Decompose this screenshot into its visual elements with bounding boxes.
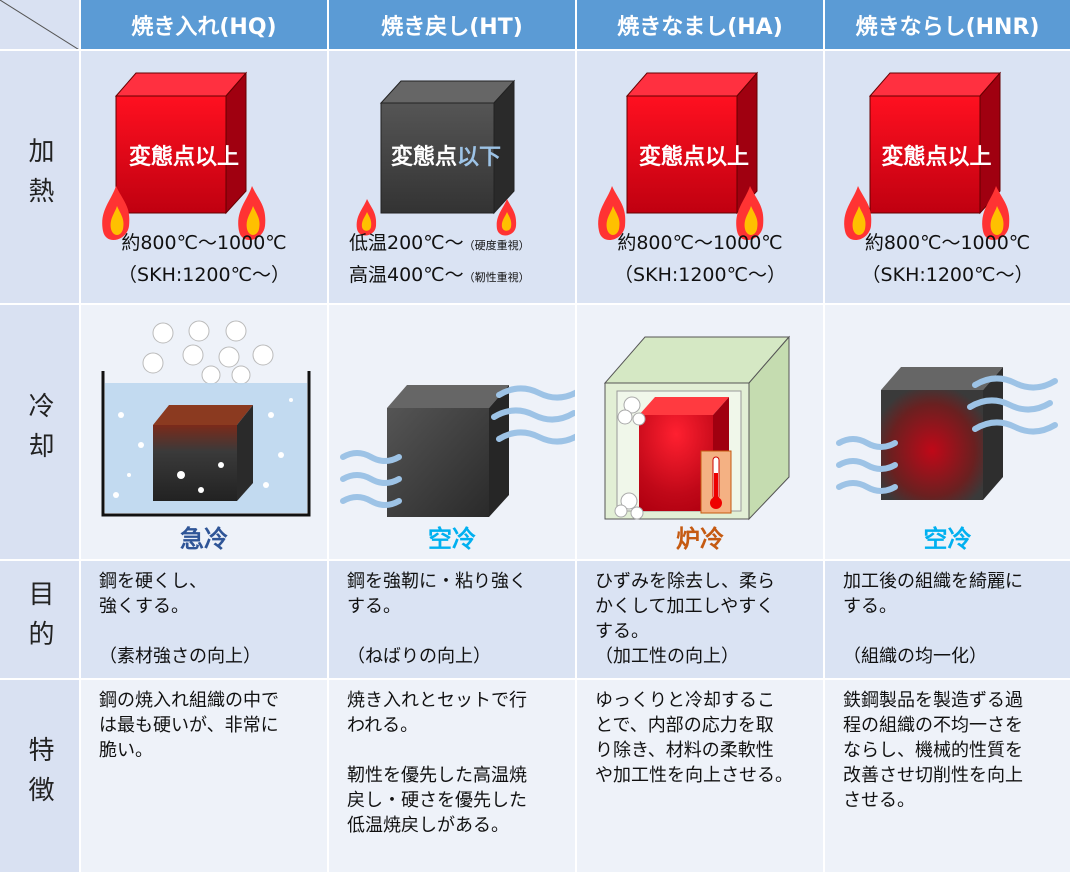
temp-high: 高温400℃～（靭性重視）	[329, 259, 575, 294]
box-label: 変態点以上	[638, 145, 749, 170]
purpose-ht: 鋼を強靭に・粘り強く する。 （ねばりの向上）	[329, 561, 577, 680]
hot-cube-illustration	[102, 71, 266, 241]
heating-ha: 変態点以上 約800℃～1000℃ （SKH:1200℃～）	[577, 51, 825, 305]
cooling-method: 炉冷	[676, 525, 724, 553]
heating-hq: 変態点以上 約800℃～1000℃ （SKH:1200℃～）	[81, 51, 329, 305]
purpose-hnr: 加工後の組織を綺麗に する。 （組織の均一化）	[825, 561, 1072, 680]
warm-cube-illustration	[356, 79, 517, 236]
flame-icon	[598, 186, 626, 241]
feature-hnr: 鉄鋼製品を製造ずる過 程の組織の不均一さを ならし、機械的性質を 改善させ切削性…	[825, 680, 1072, 874]
flame-icon	[844, 186, 872, 241]
steam-icon	[142, 320, 274, 385]
cooling-ha: 炉冷	[577, 305, 825, 561]
temp-low: 低温200℃～（硬度重視）	[329, 227, 575, 262]
temp-range: 約800℃～1000℃	[864, 232, 1031, 254]
steam-icon	[614, 396, 646, 520]
water-quench-illustration	[101, 320, 311, 517]
corner-cell	[0, 0, 81, 51]
temp-low-value: 低温200℃～	[349, 232, 464, 254]
flame-icon	[102, 186, 130, 241]
cooling-method: 急冷	[180, 525, 228, 553]
row-heading-purpose: 目的	[0, 561, 81, 680]
corner-diagonal	[0, 0, 79, 49]
cooling-method: 空冷	[428, 525, 476, 553]
temp-note: （SKH:1200℃～）	[614, 264, 786, 286]
wind-icon	[340, 385, 575, 508]
temp-low-note: （硬度重視）	[463, 239, 530, 252]
box-label: 変態点以下	[329, 139, 575, 171]
temp-high-value: 高温400℃～	[349, 264, 464, 286]
temp-note: （SKH:1200℃～）	[118, 264, 290, 286]
heating-hnr: 変態点以上 約800℃～1000℃ （SKH:1200℃～）	[825, 51, 1072, 305]
hot-cube-illustration	[844, 71, 1010, 241]
hot-cube-illustration	[598, 71, 764, 241]
box-label-part: 変態点	[390, 145, 457, 170]
flame-icon	[496, 199, 517, 236]
air-cool-illustration	[340, 385, 575, 517]
cooling-hq: 急冷	[81, 305, 329, 561]
row-heading-feature: 特徴	[0, 680, 81, 874]
header-ha: 焼きなまし(HA)	[577, 0, 825, 51]
row-heading-heating: 加熱	[0, 51, 81, 305]
feature-ht: 焼き入れとセットで行 われる。 靭性を優先した高温焼 戻し・硬さを優先した 低温…	[329, 680, 577, 874]
furnace-cool-illustration	[603, 335, 791, 521]
row-heading-cooling: 冷却	[0, 305, 81, 561]
heating-ht: 変態点以下 低温200℃～（硬度重視） 高温400℃～（靭性重視）	[329, 51, 577, 305]
purpose-hq: 鋼を硬くし、 強くする。 （素材強さの向上）	[81, 561, 329, 680]
feature-ha: ゆっくりと冷却するこ とで、内部の応力を取 り除き、材料の柔軟性 や加工性を向上…	[577, 680, 825, 874]
temp-range: 約800℃～1000℃	[121, 232, 287, 254]
flame-icon	[356, 199, 377, 236]
air-cool-illustration	[836, 367, 1058, 500]
wind-icon	[836, 375, 1058, 494]
header-hnr: 焼きならし(HNR)	[825, 0, 1072, 51]
temp-high-note: （靭性重視）	[463, 271, 530, 284]
cooling-method: 空冷	[923, 525, 972, 553]
header-ht: 焼き戻し(HT)	[329, 0, 577, 51]
temp-note: （SKH:1200℃～）	[861, 264, 1034, 286]
cooling-ht: 空冷	[329, 305, 577, 561]
box-label: 変態点以上	[128, 145, 239, 170]
flame-icon	[736, 186, 764, 241]
feature-hq: 鋼の焼入れ組織の中で は最も硬いが、非常に 脆い。	[81, 680, 329, 874]
cooling-hnr: 空冷	[825, 305, 1072, 561]
purpose-ha: ひずみを除去し、柔ら かくして加工しやすく する。 （加工性の向上）	[577, 561, 825, 680]
box-label-part: 以下	[457, 145, 502, 170]
flame-icon	[238, 186, 266, 241]
temp-range: 約800℃～1000℃	[617, 232, 783, 254]
thermometer-icon	[700, 450, 732, 514]
header-hq: 焼き入れ(HQ)	[81, 0, 329, 51]
box-label: 変態点以上	[881, 145, 992, 170]
flame-icon	[982, 186, 1010, 241]
